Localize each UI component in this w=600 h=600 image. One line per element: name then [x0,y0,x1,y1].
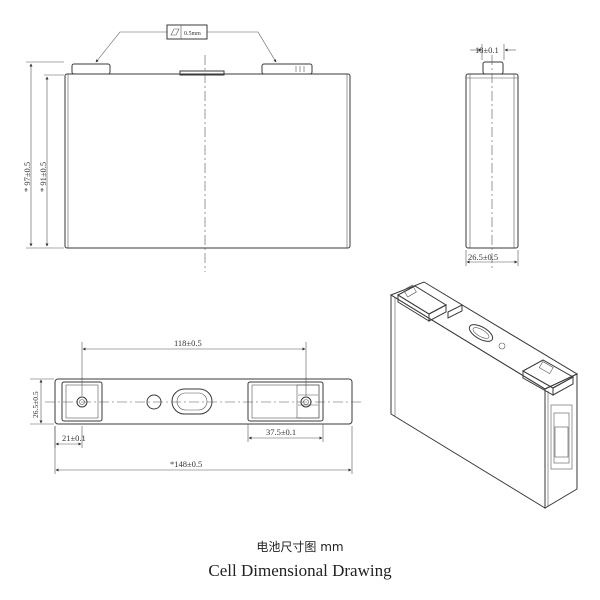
iso-side-face [544,373,578,509]
caption-zh: 电池尺寸图 mm [256,540,344,554]
dim-terminal-offset: 21±0.1 [62,433,86,443]
front-body [64,73,351,249]
side-terminal [482,61,504,75]
dim-terminal-width: 37.5±0.1 [266,427,296,437]
flatness-callout-text: 0.5mm [184,31,201,37]
side-view: 18±0.1 26.5±0.5 [465,44,519,270]
dim-thickness: 26.5±0.5 [468,252,498,262]
isometric-view [389,281,579,509]
iso-vent [468,324,494,342]
front-right-terminal [261,63,313,75]
dim-height-total: * 97±0.5 [22,162,32,192]
top-right-terminal [247,381,324,422]
top-body [54,378,353,425]
dim-top-thickness: 26.5±0.5 [31,391,40,418]
safety-vent [171,388,213,415]
dim-terminal-spacing: 118±0.5 [174,338,202,348]
iso-front-face [390,294,546,509]
top-view: 118±0.5 26.5±0.5 21±0.1 37.5±0.1 *148±0.… [30,338,362,474]
front-left-terminal [71,63,111,75]
dim-length: *148±0.5 [170,459,202,469]
dim-terminal-thickness: 18±0.1 [475,45,499,55]
caption-en: Cell Dimensional Drawing [208,561,392,580]
front-view: 0.5mm * 97±0.5 * 91±0.5 [22,24,351,272]
dim-height-body: * 91±0.5 [38,162,48,192]
